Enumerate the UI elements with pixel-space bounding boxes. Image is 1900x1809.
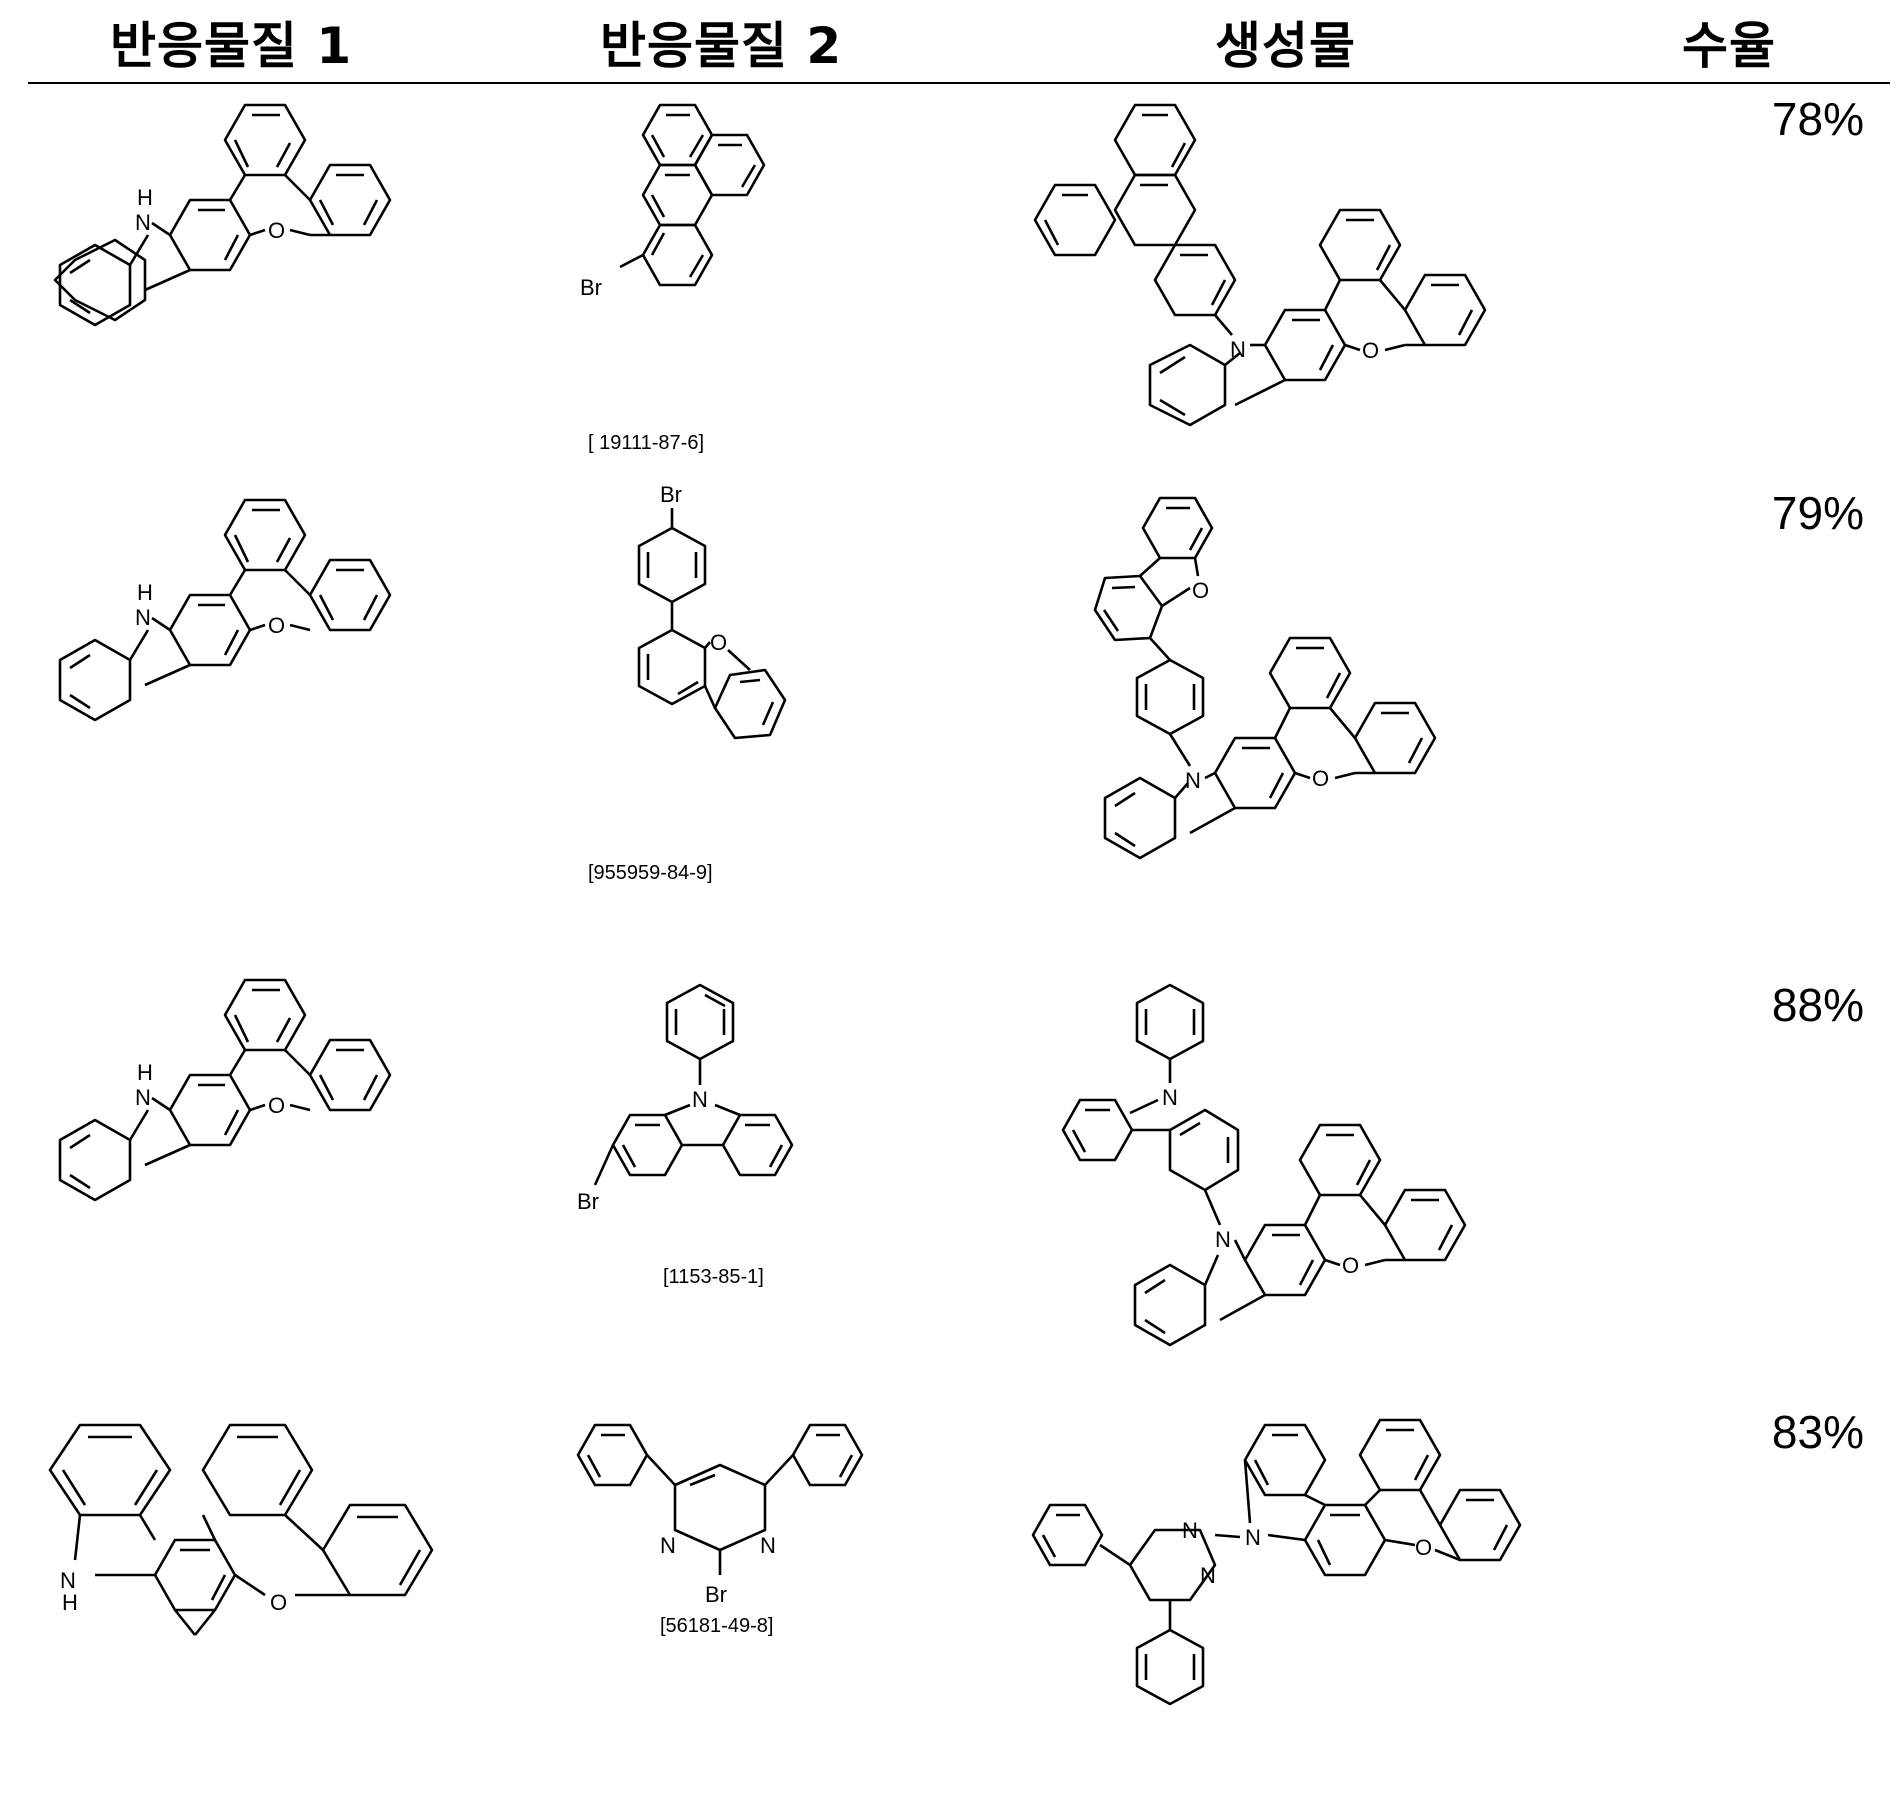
bromine-label: Br (580, 275, 602, 300)
oxygen-label: O (1362, 338, 1379, 363)
reactant-2-cas: [ 19111-87-6] (588, 432, 704, 455)
nitrogen-label: N (692, 1087, 708, 1112)
nh-hydrogen-label: H (137, 1060, 153, 1085)
nitrogen-label: N (760, 1533, 776, 1558)
header-reactant-2: 반응물질 2 (600, 6, 842, 78)
nitrogen-label: N (1200, 1563, 1216, 1588)
product-structure: N O (1040, 95, 1560, 480)
oxygen-label: O (1312, 766, 1329, 791)
oxygen-label: O (270, 1590, 287, 1615)
yield-value: 79% (1772, 486, 1864, 540)
header-reactant-1: 반응물질 1 (110, 6, 352, 78)
nh-hydrogen-label: H (62, 1590, 78, 1615)
bromine-label: Br (705, 1582, 727, 1607)
nitrogen-label: N (1245, 1525, 1261, 1550)
yield-value: 88% (1772, 978, 1864, 1032)
oxygen-label: O (1415, 1535, 1432, 1560)
oxygen-label: O (268, 1093, 285, 1118)
reactant-1-structure: O N H (40, 1410, 460, 1660)
reactant-2-structure: Br (600, 95, 860, 315)
reactant-2-cas: [955959-84-9] (588, 862, 713, 885)
reactant-2-structure: N N Br (565, 1405, 885, 1635)
reactant-1-structure: O N H (40, 970, 440, 1260)
reactant-2-cas: [56181-49-8] (660, 1615, 773, 1638)
reactant-2-structure: N Br (585, 975, 855, 1265)
oxygen-label: O (268, 218, 285, 243)
reactant-1-structure: O N H (40, 490, 440, 780)
yield-value: 78% (1772, 92, 1864, 146)
nitrogen-label: N (135, 605, 151, 630)
yield-value: 83% (1772, 1405, 1864, 1459)
nitrogen-label: N (1185, 768, 1201, 793)
header-product: 생성물 (1215, 6, 1356, 78)
product-structure: O N O (1090, 488, 1530, 963)
reactant-2-cas: [1153-85-1] (663, 1266, 764, 1289)
nitrogen-label: N (1182, 1518, 1198, 1543)
nh-hydrogen-label: H (137, 580, 153, 605)
header-yield: 수율 (1682, 6, 1776, 78)
oxygen-label: O (1342, 1253, 1359, 1278)
nitrogen-label: N (1215, 1227, 1231, 1252)
header-divider (28, 82, 1890, 84)
oxygen-label: O (710, 630, 727, 655)
nitrogen-label: N (660, 1533, 676, 1558)
oxygen-label: O (1192, 578, 1209, 603)
bromine-label: Br (660, 482, 682, 507)
nitrogen-label: N (135, 210, 151, 235)
nitrogen-label: N (135, 1085, 151, 1110)
oxygen-label: O (268, 613, 285, 638)
bromine-label: Br (577, 1189, 599, 1214)
product-structure: O N N N (1040, 1405, 1540, 1795)
nitrogen-label: N (1162, 1085, 1178, 1110)
nh-hydrogen-label: H (137, 185, 153, 210)
reactant-1-structure: O N H (40, 95, 440, 385)
product-structure: N N O (1050, 975, 1550, 1395)
reactant-2-structure: Br O (600, 480, 860, 800)
